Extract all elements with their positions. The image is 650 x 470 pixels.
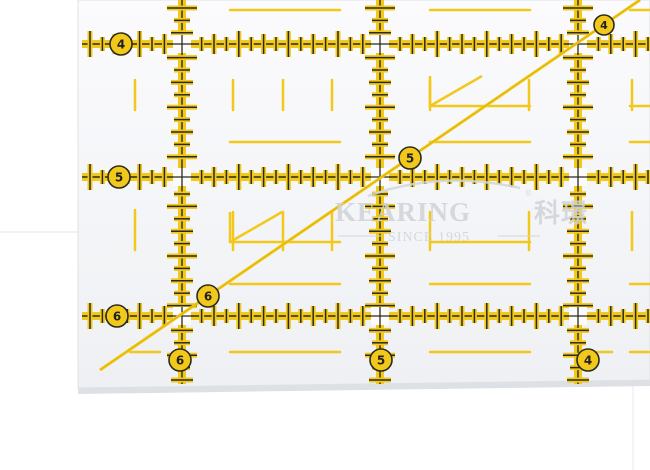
number-label-bottom_mid: 5 [377, 353, 385, 367]
watermark-brand: KEARING [335, 197, 471, 227]
number-label-bottom_right: 4 [584, 353, 592, 367]
diagonal-lines [99, 0, 641, 372]
number-badge-bottom_left [168, 348, 192, 372]
number-badges: 4 4 5 5 6 6 6 5 4 [105, 14, 615, 372]
number-label-diag_mid: 5 [406, 151, 414, 165]
number-label-left_mid: 5 [115, 170, 123, 184]
watermark-registered: ® [525, 188, 533, 198]
watermark: KEARING ® 科璟 SINCE 1995 [335, 179, 588, 245]
number-label-left_low: 6 [113, 309, 121, 323]
ruler-edge [78, 380, 650, 394]
angle-guide [229, 210, 283, 244]
number-label-left_top: 4 [117, 37, 125, 51]
ruler-body [77, 0, 650, 389]
number-label-bottom_left: 6 [176, 353, 184, 367]
watermark-since: SINCE 1995 [388, 230, 470, 245]
number-badge-left_top [109, 32, 133, 56]
number-badge-left_low [105, 304, 129, 328]
number-badge-bottom_right [576, 348, 600, 372]
number-badge-bottom_mid [369, 348, 393, 372]
diagonal-line-core [99, 0, 641, 371]
watermark-swoosh [367, 179, 521, 198]
number-badge-top_right [593, 14, 615, 36]
number-label-diag_low: 6 [204, 289, 212, 303]
number-badge-diag_low [196, 284, 220, 308]
number-label-top_right: 4 [600, 19, 608, 32]
angle-guide [429, 74, 483, 108]
number-badge-diag_mid [398, 146, 422, 170]
number-badge-left_mid [107, 165, 131, 189]
watermark-brand-cjk: 科璟 [534, 199, 588, 228]
